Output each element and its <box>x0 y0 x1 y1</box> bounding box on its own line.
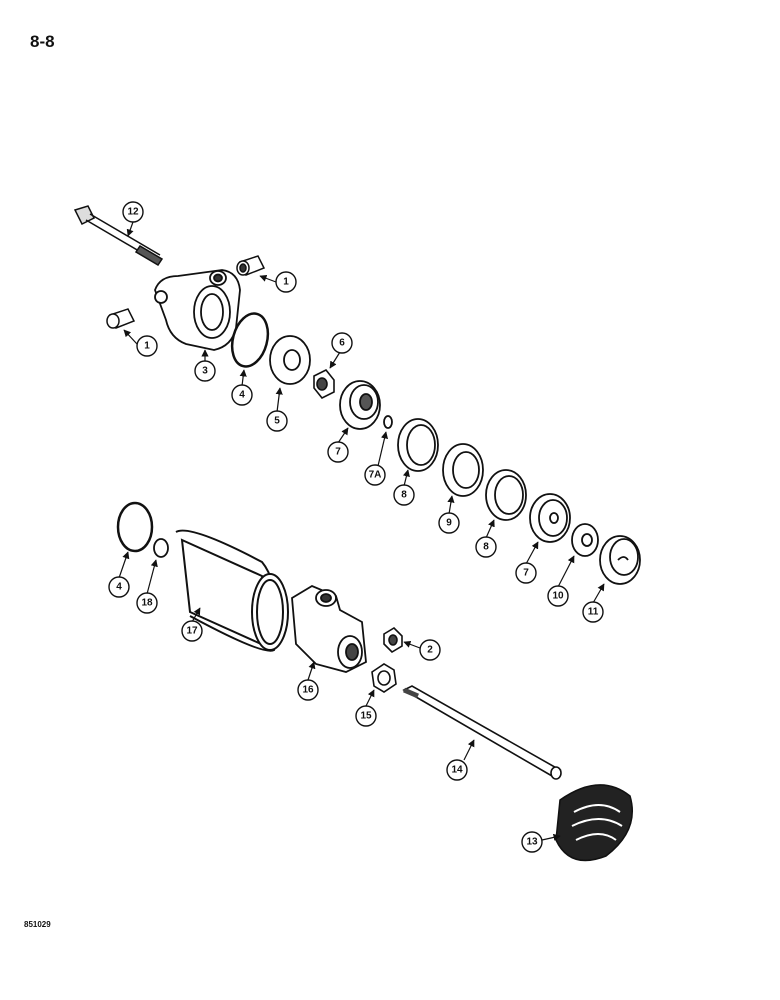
callout-10: 10 <box>547 585 569 607</box>
part-4-o-ring-upper <box>230 312 270 368</box>
svg-text:16: 16 <box>302 685 314 696</box>
svg-text:6: 6 <box>339 338 345 349</box>
callout-2: 2 <box>419 639 441 661</box>
part-4-o-ring-lower <box>116 501 154 553</box>
part-14-piston-rod <box>402 685 562 780</box>
svg-text:7: 7 <box>523 568 529 579</box>
callout-18: 18 <box>136 592 158 614</box>
svg-text:17: 17 <box>186 626 198 637</box>
part-12-bolt <box>73 205 164 267</box>
callout-1-upper: 1 <box>275 271 297 293</box>
part-2-nut <box>383 626 403 654</box>
svg-text:2: 2 <box>427 645 433 656</box>
part-1-bushing-lower <box>106 308 136 329</box>
callout-6: 6 <box>331 332 353 354</box>
part-13-wiper-boot <box>555 784 634 862</box>
svg-text:1: 1 <box>144 341 150 352</box>
callout-16: 16 <box>297 679 319 701</box>
svg-text:8: 8 <box>401 490 407 501</box>
svg-text:13: 13 <box>526 837 538 848</box>
part-7-piston-lower <box>529 493 571 543</box>
svg-text:12: 12 <box>127 207 139 218</box>
callout-8-upper: 8 <box>393 484 415 506</box>
callout-17: 17 <box>181 620 203 642</box>
svg-text:14: 14 <box>451 765 463 776</box>
part-3-end-cap <box>154 269 241 351</box>
svg-text:7A: 7A <box>369 470 382 481</box>
part-6-nut <box>313 368 335 400</box>
callout-8-lower: 8 <box>475 536 497 558</box>
callout-11: 11 <box>582 601 604 623</box>
svg-text:10: 10 <box>552 591 564 602</box>
callout-3: 3 <box>194 360 216 382</box>
svg-text:15: 15 <box>360 711 372 722</box>
callout-7a: 7A <box>364 464 386 486</box>
part-5-washer <box>269 335 311 385</box>
part-1-bushing-upper <box>236 255 266 276</box>
svg-text:8: 8 <box>483 542 489 553</box>
callout-1-lower: 1 <box>136 335 158 357</box>
callout-12: 12 <box>122 201 144 223</box>
part-10-spacer <box>571 523 599 557</box>
part-8-seal-ring-upper <box>397 418 439 472</box>
callout-4-lower: 4 <box>108 576 130 598</box>
svg-text:9: 9 <box>446 518 452 529</box>
svg-text:3: 3 <box>202 366 208 377</box>
callout-9: 9 <box>438 512 460 534</box>
callout-7-lower: 7 <box>515 562 537 584</box>
svg-text:18: 18 <box>141 598 153 609</box>
callout-13: 13 <box>521 831 543 853</box>
part-9-seal-ring <box>442 443 484 497</box>
svg-text:4: 4 <box>239 390 245 401</box>
part-8-seal-ring-lower <box>485 469 527 521</box>
part-7-piston-upper <box>339 380 381 430</box>
callout-4-upper: 4 <box>231 384 253 406</box>
part-16-cylinder-base <box>291 584 367 673</box>
callout-14: 14 <box>446 759 468 781</box>
svg-text:1: 1 <box>283 277 289 288</box>
part-7a-small-o-ring <box>383 415 393 429</box>
leader-lines <box>118 221 605 841</box>
part-18-small-ring <box>153 538 169 558</box>
svg-text:4: 4 <box>116 582 122 593</box>
figure-code: 851029 <box>24 920 51 929</box>
part-17-cylinder-barrel <box>175 529 289 652</box>
part-11-piston-end <box>599 535 641 585</box>
svg-text:5: 5 <box>274 416 280 427</box>
callout-15: 15 <box>355 705 377 727</box>
svg-text:7: 7 <box>335 447 341 458</box>
part-15-bushing <box>371 663 397 693</box>
page-number: 8-8 <box>30 32 55 51</box>
callout-7-upper: 7 <box>327 441 349 463</box>
callout-5: 5 <box>266 410 288 432</box>
svg-text:11: 11 <box>588 607 599 618</box>
